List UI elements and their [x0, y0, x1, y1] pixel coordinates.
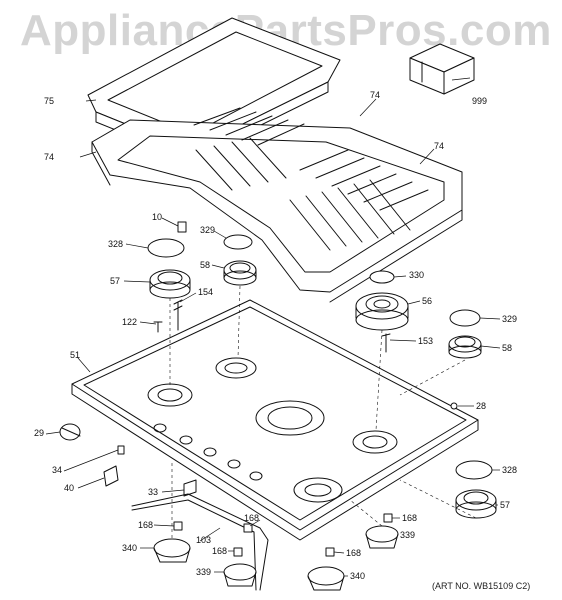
callout-40: 40	[64, 483, 75, 493]
callout-999: 999	[472, 96, 488, 106]
callout-75: 75	[44, 96, 55, 106]
part-154-electrode	[173, 299, 183, 331]
callout-10: 10	[152, 212, 163, 222]
callout-34: 34	[52, 465, 63, 475]
callout-168-a: 168	[138, 520, 154, 530]
callout-154: 154	[198, 287, 214, 297]
callout-33: 33	[148, 487, 159, 497]
callout-168-c: 168	[402, 513, 418, 523]
art-number: (ART NO. WB15109 C2)	[432, 581, 531, 591]
callout-339-right: 339	[400, 530, 416, 540]
part-329-cap-left	[223, 234, 253, 250]
callout-57-right: 57	[500, 500, 511, 510]
callout-168-d: 168	[212, 546, 228, 556]
part-168-screw-c	[383, 513, 393, 523]
part-40-switch	[103, 465, 119, 487]
callout-328-left: 328	[108, 239, 124, 249]
callout-74-left: 74	[44, 152, 55, 162]
part-58-head-left	[223, 260, 257, 286]
part-103-manifold	[131, 493, 269, 591]
callout-28: 28	[476, 401, 487, 411]
part-340-valve-lower	[307, 566, 345, 591]
callout-340-left: 340	[122, 543, 138, 553]
part-29-knob	[59, 423, 81, 441]
part-168-screw-e	[325, 547, 335, 557]
part-56-head-center	[355, 292, 409, 331]
part-122-screw	[153, 321, 163, 333]
part-34-clip	[117, 445, 125, 455]
part-58-head-right	[448, 335, 482, 359]
part-57-head-right	[455, 489, 497, 519]
callout-74-top: 74	[370, 90, 381, 100]
callout-328-right: 328	[502, 465, 518, 475]
callout-329-left: 329	[200, 225, 216, 235]
part-329-cap-right	[449, 309, 481, 327]
callout-122: 122	[122, 317, 138, 327]
callout-330: 330	[409, 270, 425, 280]
callout-56: 56	[422, 296, 433, 306]
part-330-cap-center	[369, 270, 395, 284]
callout-340-lower: 340	[350, 571, 366, 581]
callout-74-right: 74	[434, 141, 445, 151]
part-340-valve-left	[153, 538, 191, 563]
callout-58-left: 58	[200, 260, 211, 270]
part-57-head-left	[149, 269, 191, 299]
part-328-cap-right	[455, 460, 493, 480]
part-10	[177, 221, 187, 233]
callout-168-b: 168	[244, 513, 260, 523]
part-153-electrode	[381, 333, 391, 353]
callout-168-e: 168	[346, 548, 362, 558]
part-33-bracket	[183, 479, 197, 497]
part-999-box	[409, 43, 475, 95]
part-28-screw	[450, 402, 458, 410]
part-74-grates	[91, 107, 463, 303]
callout-329-right: 329	[502, 314, 518, 324]
part-51-cooktop	[71, 299, 479, 541]
callout-103: 103	[196, 535, 212, 545]
callout-339-lower: 339	[196, 567, 212, 577]
part-328-cap-left	[147, 238, 185, 258]
callout-51: 51	[70, 350, 81, 360]
part-168-screw-a	[173, 521, 183, 531]
part-339-valve-right	[365, 525, 399, 549]
callout-153: 153	[418, 336, 434, 346]
callout-29: 29	[34, 428, 45, 438]
part-339-valve-lower	[223, 563, 257, 587]
callout-57-left: 57	[110, 276, 121, 286]
callout-58-right: 58	[502, 343, 513, 353]
part-168-screw-d	[233, 547, 243, 557]
